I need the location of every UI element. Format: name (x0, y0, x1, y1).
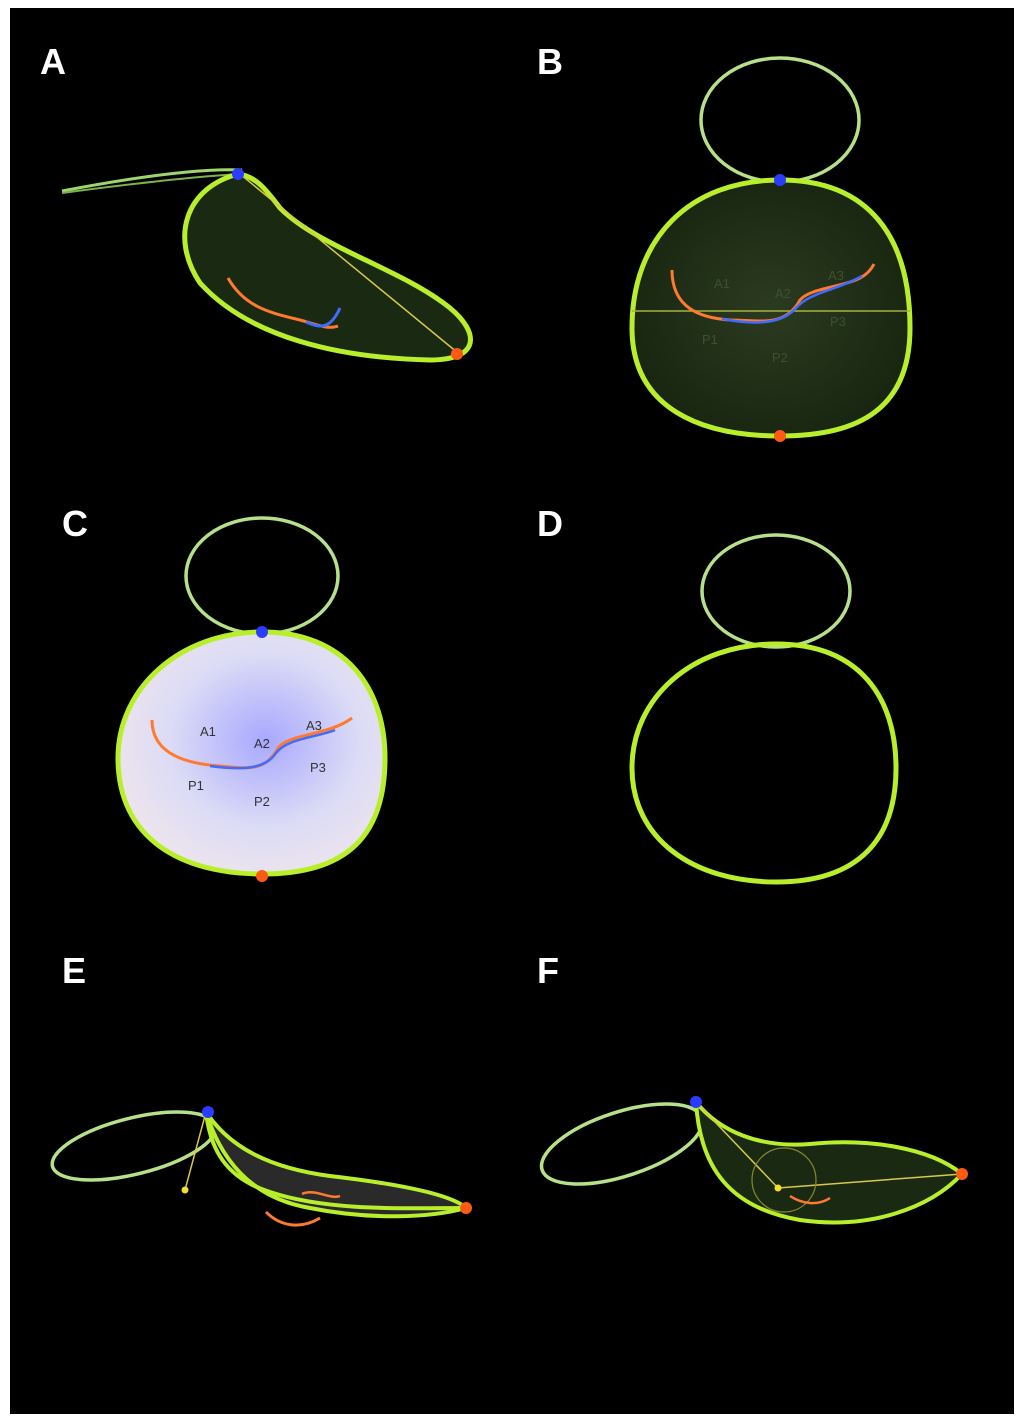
panel-letter-e: E (62, 950, 86, 991)
label-a2: A2 (775, 286, 791, 301)
posterior-marker (774, 430, 786, 442)
annulus-c (118, 632, 385, 874)
panel-c: C A1 A2 A3 P1 P2 P3 (62, 503, 385, 882)
panel-f: F (532, 950, 968, 1222)
measurement-point (775, 1185, 782, 1192)
panel-e: E (46, 950, 472, 1225)
panel-letter-d: D (537, 503, 563, 544)
annulus-d (632, 644, 896, 882)
panel-letter-b: B (537, 41, 563, 82)
panel-letter-f: F (537, 950, 559, 991)
posterior-marker (460, 1202, 472, 1214)
anterior-marker (232, 168, 244, 180)
aortic-ring (186, 518, 338, 634)
panel-letter-a: A (40, 41, 66, 82)
aortic-ring (701, 58, 859, 182)
annulus-f (696, 1102, 962, 1222)
panel-b: B A1 A2 A3 P1 P2 P3 (537, 41, 910, 442)
anterior-marker (256, 626, 268, 638)
aortic-ring (702, 535, 850, 647)
label-p2: P2 (772, 350, 788, 365)
panel-a: A (40, 41, 470, 360)
annulus-a (185, 174, 471, 360)
measurement-point (182, 1187, 189, 1194)
coaptation-line-a (266, 1212, 320, 1225)
label-p1: P1 (188, 778, 204, 793)
label-p1: P1 (702, 332, 718, 347)
aortic-ring (46, 1099, 223, 1194)
measurement-line (185, 1112, 206, 1190)
label-a1: A1 (714, 276, 730, 291)
posterior-marker (956, 1168, 968, 1180)
label-p3: P3 (830, 314, 846, 329)
figure-svg: A B A1 A2 A3 P1 P2 P3 C A1 A2 A3 P1 (10, 8, 1014, 1414)
label-a2: A2 (254, 736, 270, 751)
annulus-e (206, 1112, 466, 1216)
label-a3: A3 (828, 268, 844, 283)
annulus-b (632, 180, 910, 436)
panel-letter-c: C (62, 503, 88, 544)
posterior-marker (256, 870, 268, 882)
label-p3: P3 (310, 760, 326, 775)
label-p2: P2 (254, 794, 270, 809)
figure-canvas: A B A1 A2 A3 P1 P2 P3 C A1 A2 A3 P1 (10, 8, 1014, 1414)
aortic-ring (532, 1088, 712, 1201)
posterior-marker (451, 348, 463, 360)
label-a1: A1 (200, 724, 216, 739)
label-a3: A3 (306, 718, 322, 733)
panel-d: D (537, 503, 896, 882)
anterior-marker (774, 174, 786, 186)
anterior-marker (202, 1106, 214, 1118)
anterior-marker (690, 1096, 702, 1108)
